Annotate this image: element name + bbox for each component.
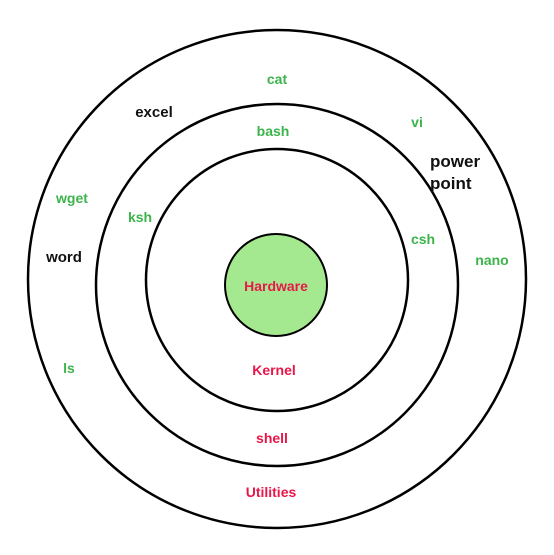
app-item-powerpoint-line1: power [430, 152, 480, 171]
utility-item-cat: cat [267, 71, 288, 87]
utility-item-wget: wget [55, 190, 88, 206]
app-item-excel: excel [135, 104, 173, 121]
utility-item-ls: ls [63, 360, 75, 376]
app-item-powerpoint-line2: point [430, 174, 472, 193]
utility-item-vi: vi [411, 114, 423, 130]
shell-ring [94, 102, 460, 468]
shell-item-csh: csh [411, 231, 435, 247]
hardware-core [224, 233, 328, 337]
kernel-ring [144, 147, 410, 413]
hardware-label: Hardware [244, 278, 308, 294]
shell-label: shell [256, 430, 288, 446]
shell-item-ksh: ksh [128, 209, 152, 225]
utility-item-nano: nano [475, 252, 508, 268]
kernel-label: Kernel [252, 362, 296, 378]
shell-item-bash: bash [257, 123, 290, 139]
utilities-label: Utilities [246, 484, 297, 500]
utilities-ring [26, 28, 528, 530]
app-item-word: word [45, 249, 82, 266]
